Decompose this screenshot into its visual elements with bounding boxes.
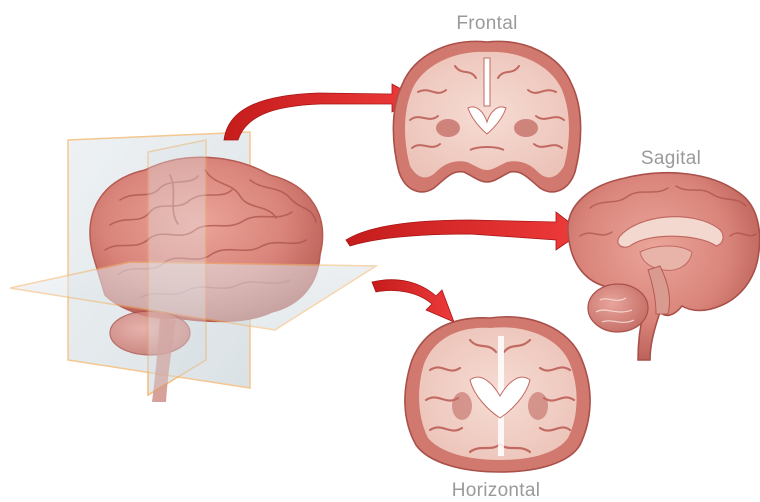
label-sagital: Sagital [641, 148, 701, 170]
sagital-section [568, 173, 760, 360]
arrow-to-horizontal [372, 280, 454, 322]
sagital-section-cerebellum [588, 284, 648, 332]
label-frontal: Frontal [456, 13, 517, 35]
horizontal-section-nucleus-left [452, 392, 472, 420]
frontal-section-midline [484, 58, 490, 106]
arrow-to-sagital [346, 212, 582, 250]
frontal-section [393, 41, 580, 191]
brain-3d-with-planes [10, 132, 376, 402]
plane-frontal-front [148, 140, 206, 395]
frontal-section-nucleus-right [514, 119, 538, 137]
horizontal-section [405, 317, 590, 472]
arrow-to-frontal [224, 84, 418, 140]
frontal-section-nucleus-left [436, 119, 460, 137]
horizontal-section-nucleus-right [528, 392, 548, 420]
label-horizontal: Horizontal [452, 480, 541, 502]
